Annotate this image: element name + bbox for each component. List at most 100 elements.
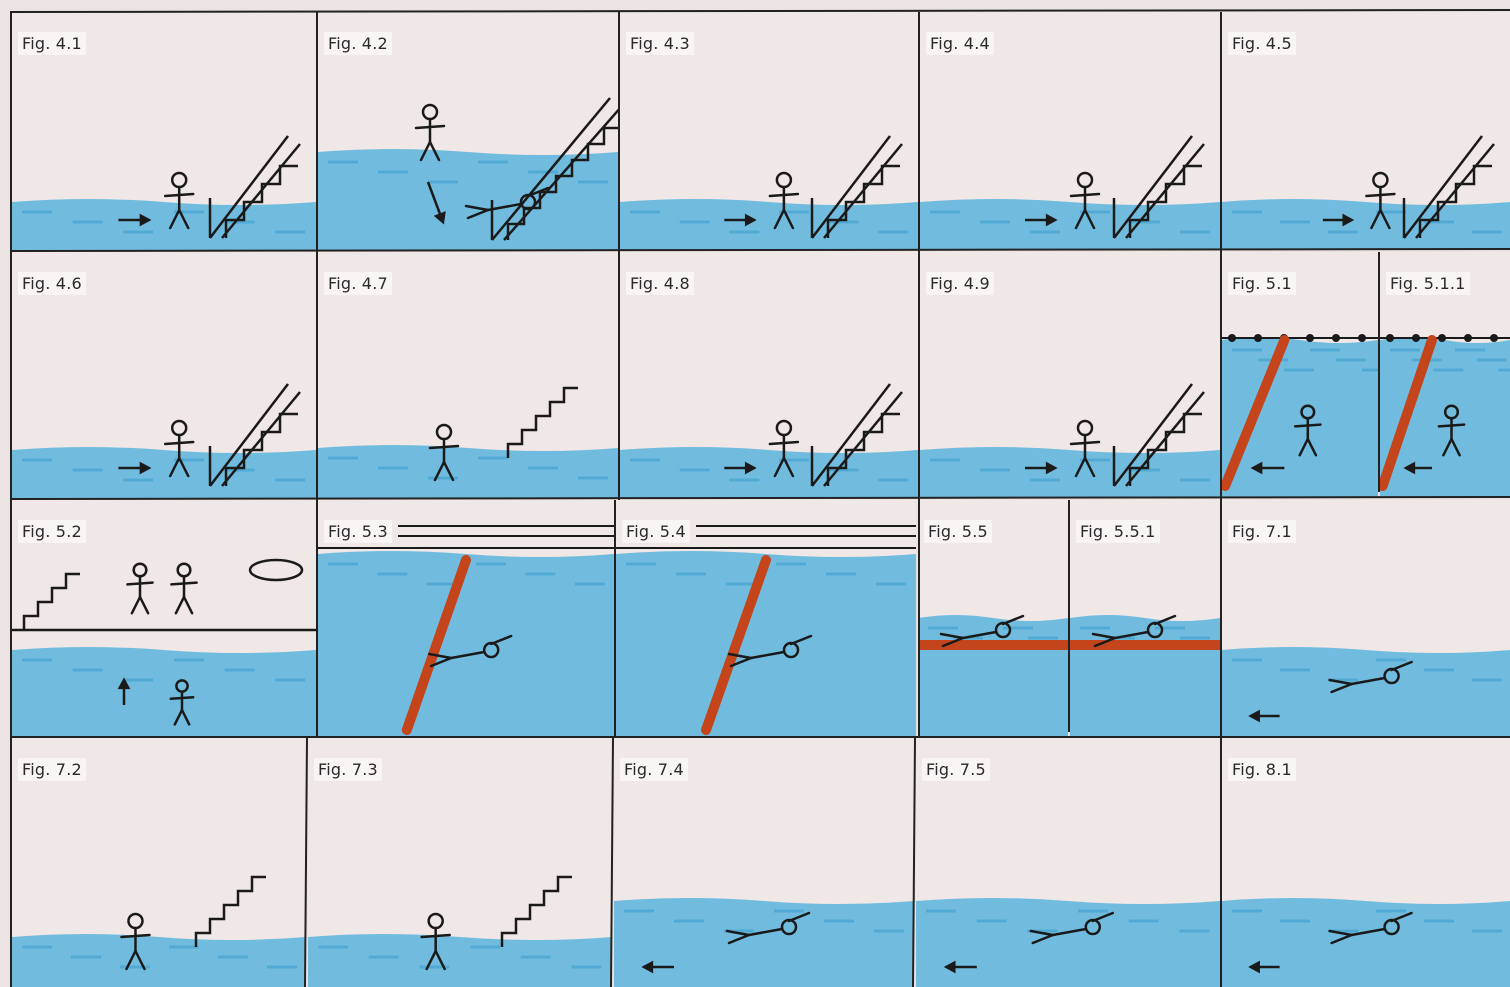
water-area — [616, 551, 916, 736]
float — [1358, 334, 1366, 342]
figure-panel-4-8: Fig. 4.8 — [620, 252, 918, 498]
steps-icon — [24, 574, 80, 630]
figure-panel-5-3: Fig. 5.3 — [318, 500, 614, 736]
figure-panel-4-3: Fig. 4.3 — [620, 12, 918, 250]
figure-label: Fig. 7.1 — [1228, 520, 1296, 543]
water-area — [614, 898, 914, 987]
float — [1254, 334, 1262, 342]
float — [1438, 334, 1446, 342]
head — [134, 564, 147, 577]
figure-label: Fig. 4.4 — [926, 32, 994, 55]
water-surface — [308, 934, 612, 987]
arms — [770, 194, 798, 196]
figure-label: Fig. 4.7 — [324, 272, 392, 295]
figure-label: Fig. 5.1 — [1228, 272, 1296, 295]
steps-icon — [196, 877, 266, 947]
water-surface — [616, 551, 916, 736]
water-area — [1222, 199, 1510, 250]
water-surface — [920, 199, 1220, 250]
figure-panel-8-1: Fig. 8.1 — [1222, 738, 1510, 987]
figure-label: Fig. 7.3 — [314, 758, 382, 781]
figure-label: Fig. 7.5 — [922, 758, 990, 781]
water-area — [1380, 337, 1510, 498]
figure-panel-7-3: Fig. 7.3 — [308, 738, 612, 987]
water-surface — [12, 447, 316, 498]
figure-label: Fig. 5.4 — [622, 520, 690, 543]
figure-label: Fig. 4.1 — [18, 32, 86, 55]
water-surface — [620, 199, 918, 250]
figure-label: Fig. 5.2 — [18, 520, 86, 543]
leg — [132, 597, 140, 613]
figure-panel-4-4: Fig. 4.4 — [920, 12, 1220, 250]
steps-icon — [502, 877, 572, 947]
float — [1464, 334, 1472, 342]
head — [429, 914, 443, 928]
figure-label: Fig. 4.8 — [626, 272, 694, 295]
figure-label: Fig. 5.1.1 — [1386, 272, 1470, 295]
figure-label: Fig. 8.1 — [1228, 758, 1296, 781]
figure-label: Fig. 5.3 — [324, 520, 392, 543]
figure-panel-4-7: Fig. 4.7 — [318, 252, 618, 498]
figure-label: Fig. 4.2 — [324, 32, 392, 55]
figure-panel-4-5: Fig. 4.5 — [1222, 12, 1510, 250]
figure-panel-4-2: Fig. 4.2 — [318, 12, 618, 250]
steps-icon — [508, 388, 578, 458]
water-area — [916, 898, 1220, 987]
stick-figure-icon — [171, 564, 196, 614]
figure-panel-4-1: Fig. 4.1 — [12, 12, 316, 250]
figure-panel-4-9: Fig. 4.9 — [920, 252, 1220, 498]
water-surface — [318, 445, 618, 498]
water-area — [308, 934, 612, 987]
figure-label: Fig. 4.3 — [626, 32, 694, 55]
arms — [171, 583, 196, 585]
figure-panel-7-5: Fig. 7.5 — [916, 738, 1220, 987]
head — [777, 173, 791, 187]
float — [1386, 334, 1394, 342]
figure-panel-7-1: Fig. 7.1 — [1222, 500, 1510, 736]
arms — [171, 697, 193, 699]
arms — [1071, 442, 1099, 444]
float — [1306, 334, 1314, 342]
water-surface — [920, 447, 1220, 498]
water-surface — [318, 551, 614, 736]
float — [1490, 334, 1498, 342]
arms — [165, 442, 193, 444]
figure-label: Fig. 4.6 — [18, 272, 86, 295]
water-area — [920, 447, 1220, 498]
water-area — [12, 447, 316, 498]
leg — [176, 597, 184, 613]
arms — [770, 442, 798, 444]
figure-label: Fig. 5.5.1 — [1076, 520, 1160, 543]
water-area — [620, 447, 918, 498]
water-area — [318, 445, 618, 498]
water-area — [12, 199, 316, 250]
arms — [1071, 194, 1099, 196]
arms — [127, 583, 152, 585]
arms — [1366, 194, 1394, 196]
figure-panel-5-5: Fig. 5.5 — [918, 500, 1068, 736]
float — [1228, 334, 1236, 342]
head — [1078, 173, 1092, 187]
figure-panel-5-1-1: Fig. 5.1.1 — [1380, 252, 1510, 498]
water-area — [12, 934, 306, 987]
head — [128, 914, 142, 928]
head — [423, 105, 437, 119]
figure-label: Fig. 4.9 — [926, 272, 994, 295]
float-ring-icon — [250, 560, 302, 580]
water-area — [1222, 898, 1510, 987]
head — [1373, 173, 1387, 187]
arms — [165, 194, 193, 196]
water-area — [318, 551, 614, 736]
water-area — [12, 647, 316, 736]
figure-panel-5-5-1: Fig. 5.5.1 — [1070, 500, 1220, 736]
figure-panel-5-1: Fig. 5.1 — [1222, 252, 1378, 498]
head — [437, 425, 451, 439]
head — [172, 421, 186, 435]
water-surface — [1222, 647, 1510, 736]
figure-panel-5-4: Fig. 5.4 — [616, 500, 916, 736]
figure-label: Fig. 7.2 — [18, 758, 86, 781]
water-surface — [1222, 199, 1510, 250]
figure-panel-7-4: Fig. 7.4 — [614, 738, 914, 987]
head — [777, 421, 791, 435]
water-surface — [12, 934, 306, 987]
